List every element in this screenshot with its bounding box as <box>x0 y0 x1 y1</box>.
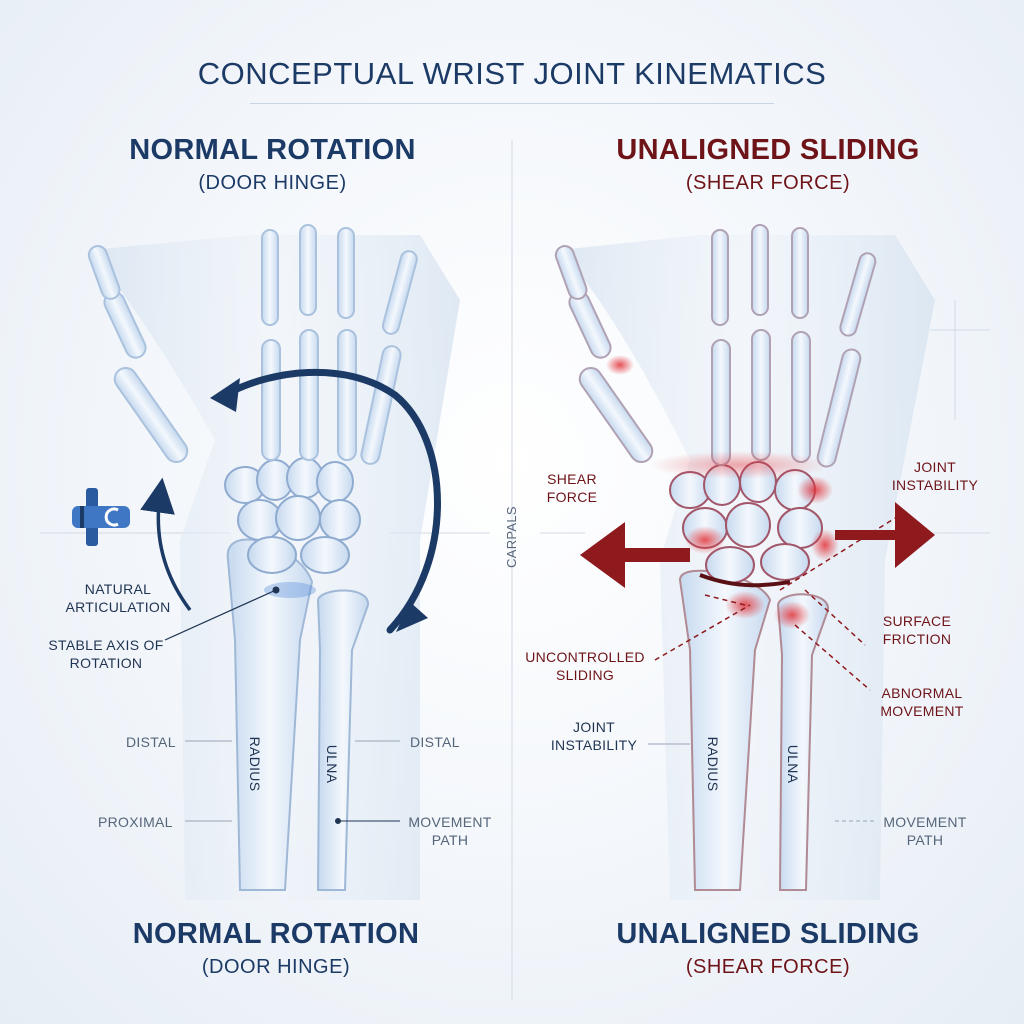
surface-friction-label: SURFACE FRICTION <box>882 613 952 647</box>
right-movement-path-label: MOVEMENT PATH <box>883 814 967 848</box>
left-panel-subtitle: (DOOR HINGE) <box>198 172 347 194</box>
left-panel-footer-title: NORMAL ROTATION <box>132 918 420 950</box>
left-panel-title: NORMAL ROTATION <box>129 134 416 166</box>
left-ulna-bone <box>316 589 370 891</box>
left-distal-label: DISTAL <box>126 734 176 750</box>
shear-force-label: SHEAR FORCE <box>546 471 598 505</box>
right-finger-bones <box>554 224 877 468</box>
left-finger-bones <box>87 224 418 465</box>
right-ulna-label: ULNA <box>785 744 801 784</box>
abnormal-movement-label: ABNORMAL MOVEMENT <box>880 685 964 719</box>
right-hand-illustration <box>554 224 935 900</box>
right-ulna-bone <box>776 593 830 891</box>
page-title: CONCEPTUAL WRIST JOINT KINEMATICS <box>197 56 827 91</box>
right-radius-bone <box>678 569 772 891</box>
natural-articulation-label: NATURAL ARTICULATION <box>65 581 171 615</box>
uncontrolled-sliding-label: UNCONTROLLED SLIDING <box>525 649 645 683</box>
right-panel-subtitle: (SHEAR FORCE) <box>685 172 851 194</box>
right-radius-label: RADIUS <box>705 736 721 792</box>
joint-instability-top-label: JOINT INSTABILITY <box>891 459 979 493</box>
left-radius-label: RADIUS <box>247 736 263 792</box>
right-panel-title: UNALIGNED SLIDING <box>616 134 920 166</box>
stable-axis-label: STABLE AXIS OF ROTATION <box>48 637 164 671</box>
left-hand-illustration <box>72 224 460 900</box>
left-carpal-bones <box>224 457 361 574</box>
left-panel-footer-subtitle: (DOOR HINGE) <box>201 956 351 978</box>
door-hinge-icon <box>72 488 130 546</box>
title-divider <box>250 103 774 104</box>
left-movement-path-label: MOVEMENT PATH <box>408 814 492 848</box>
carpals-label: CARPALS <box>504 506 519 568</box>
right-panel-footer-title: UNALIGNED SLIDING <box>616 918 920 950</box>
right-distal-label: DISTAL <box>410 734 460 750</box>
joint-instability-bottom-label: JOINT INSTABILITY <box>550 719 638 753</box>
right-panel-footer-subtitle: (SHEAR FORCE) <box>685 956 851 978</box>
proximal-label: PROXIMAL <box>98 814 173 830</box>
left-ulna-label: ULNA <box>324 744 340 784</box>
